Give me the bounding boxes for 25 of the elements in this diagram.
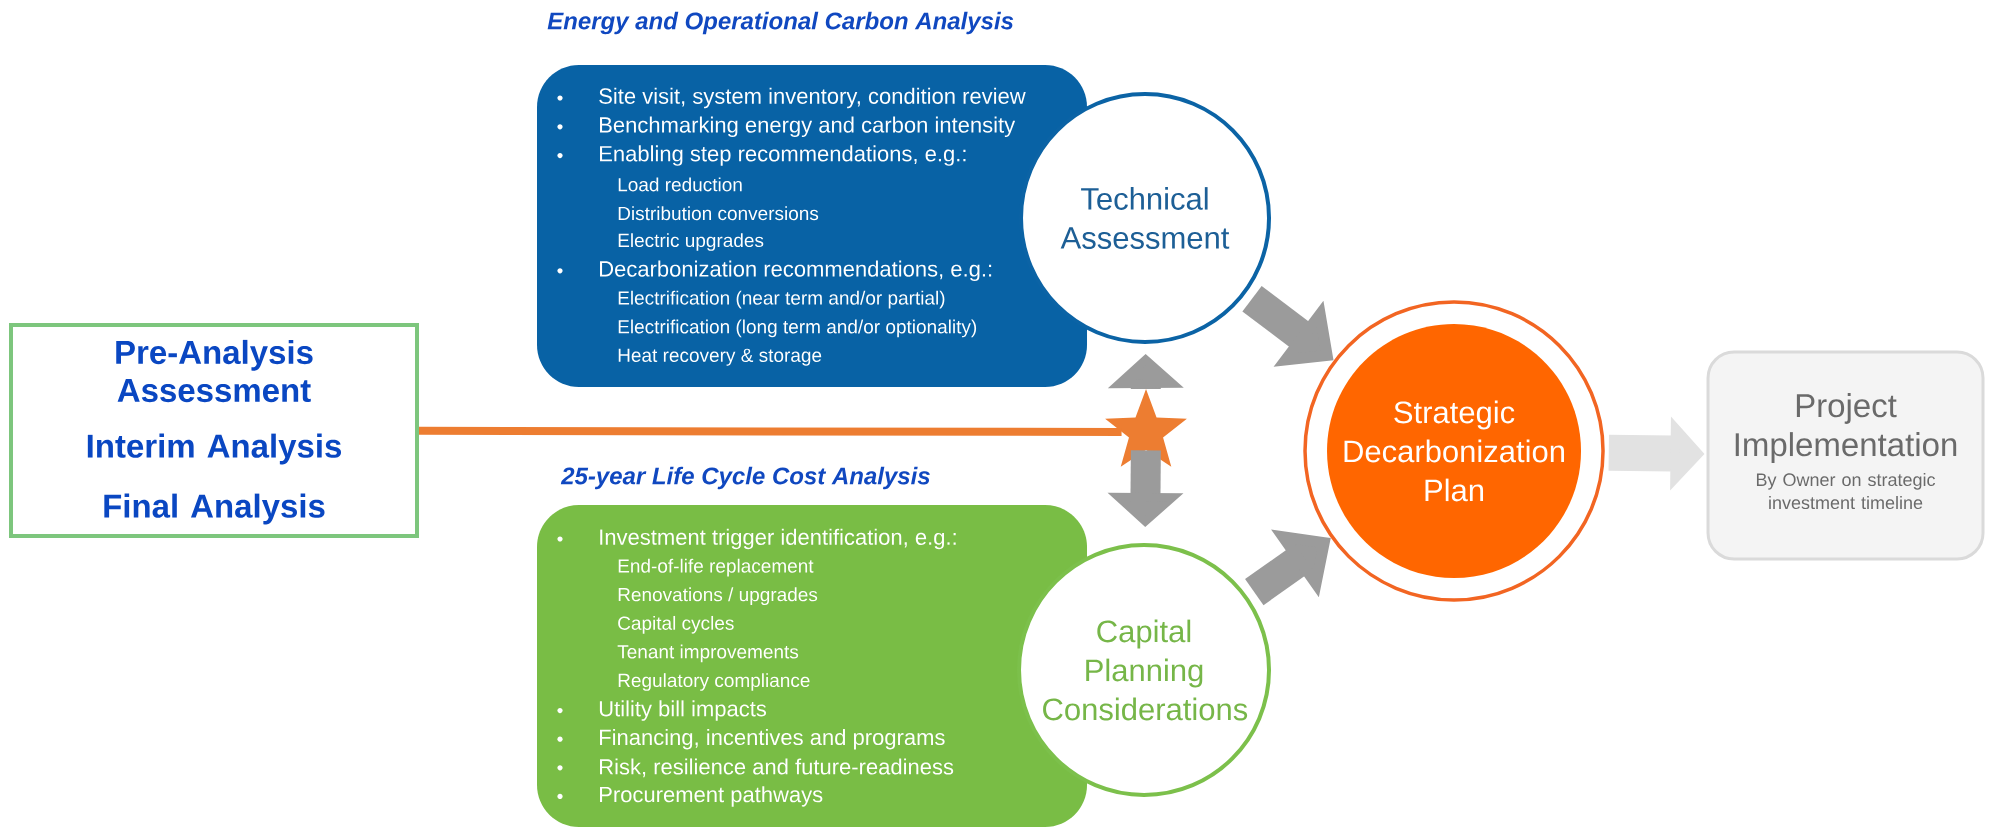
node-label: Electrification (near term and/or partial) [618, 290, 945, 309]
node-label: Capital cycles [618, 615, 734, 634]
node-label: Benchmarking energy and carbon intensity [600, 116, 1016, 138]
node-label: Electrification (long term and/or optionality) [618, 319, 977, 338]
node-label: End-of-life replacement [618, 558, 814, 577]
node-label: Regulatory compliance [618, 673, 810, 691]
hatched-box: Project Implementation By Owner on strategic investment timeline [1706, 350, 1985, 561]
star-marker [1105, 389, 1187, 467]
node-label: Investment trigger identification, e.g.: [600, 528, 956, 550]
node-label: Risk, resilience and future-readiness [600, 758, 954, 778]
node-label: Procurement pathways [600, 786, 823, 807]
node-label: Financing, incentives and programs [600, 728, 945, 750]
circle-label: Capital Planning Considerations [1017, 543, 1271, 797]
node-label: Load reduction [618, 177, 742, 192]
node-label: Distribution conversions [618, 206, 819, 221]
node-label: Renovations / upgrades [618, 587, 818, 606]
section-heading: 25-year Life Cycle Cost Analysis [560, 466, 930, 490]
node-label: Utility bill impacts [599, 700, 767, 721]
text-box: Pre-Analysis Assessment Interim Analysis Final Analysis [9, 323, 419, 538]
section-heading: Energy and Operational Carbon Analysis [547, 11, 1014, 35]
node-label: Decarbonization recommendations, e.g.: [600, 260, 992, 282]
node-label: Enabling step recommendations, e.g.: [600, 145, 966, 166]
node-label: Electric upgrades [618, 233, 764, 251]
node-label: Tenant improvements [617, 644, 799, 663]
node-label: Heat recovery & storage [618, 348, 822, 366]
